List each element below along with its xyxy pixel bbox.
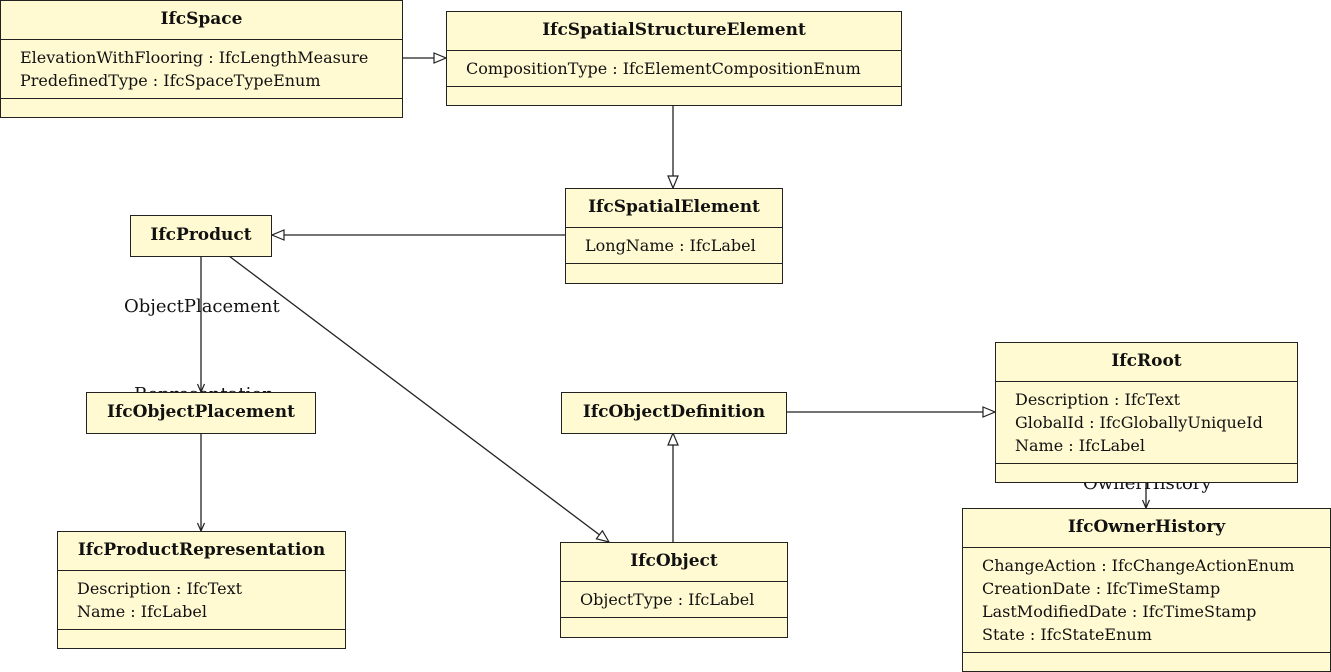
- class-ifc-object-placement[interactable]: IfcObjectPlacement: [86, 392, 316, 434]
- class-ifc-spatial-element[interactable]: IfcSpatialElement LongName : IfcLabel: [565, 188, 783, 284]
- class-name: IfcOwnerHistory: [1067, 517, 1226, 537]
- operations-compartment: [58, 629, 345, 647]
- class-name: IfcObject: [630, 551, 718, 571]
- attribute: Description : IfcText: [77, 579, 243, 598]
- attribute-list: Description : IfcText GlobalId : IfcGlob…: [996, 381, 1297, 463]
- class-name: IfcSpatialStructureElement: [542, 20, 806, 40]
- class-name: IfcObjectPlacement: [107, 402, 295, 422]
- class-ifc-root[interactable]: IfcRoot Description : IfcText GlobalId :…: [995, 342, 1298, 483]
- class-ifc-product-representation[interactable]: IfcProductRepresentation Description : I…: [57, 531, 346, 649]
- operations-compartment: [963, 652, 1330, 670]
- edge-product-to-object: [228, 255, 609, 542]
- operations-compartment: [1, 98, 402, 116]
- attribute-list: ObjectType : IfcLabel: [561, 581, 787, 617]
- attribute: State : IfcStateEnum: [982, 625, 1152, 644]
- operations-compartment: [996, 463, 1297, 481]
- class-name: IfcProduct: [150, 225, 252, 245]
- attribute-list: ElevationWithFlooring : IfcLengthMeasure…: [1, 39, 402, 98]
- attribute: ElevationWithFlooring : IfcLengthMeasure: [20, 48, 369, 67]
- attribute-list: Description : IfcText Name : IfcLabel: [58, 570, 345, 629]
- class-ifc-spatial-structure-element[interactable]: IfcSpatialStructureElement CompositionTy…: [446, 11, 902, 106]
- class-ifc-product[interactable]: IfcProduct: [130, 215, 272, 257]
- attribute: CompositionType : IfcElementCompositionE…: [466, 59, 861, 78]
- class-ifc-object-definition[interactable]: IfcObjectDefinition: [561, 392, 787, 434]
- attribute: ObjectType : IfcLabel: [580, 590, 755, 609]
- class-name: IfcObjectDefinition: [582, 402, 766, 422]
- attribute-list: LongName : IfcLabel: [566, 227, 782, 263]
- operations-compartment: [447, 86, 901, 104]
- attribute: Name : IfcLabel: [1015, 436, 1145, 455]
- class-ifc-object[interactable]: IfcObject ObjectType : IfcLabel: [560, 542, 788, 638]
- attribute: LastModifiedDate : IfcTimeStamp: [982, 602, 1257, 621]
- attribute-list: CompositionType : IfcElementCompositionE…: [447, 50, 901, 86]
- class-name: IfcSpatialElement: [588, 197, 760, 217]
- class-name: IfcProductRepresentation: [77, 540, 326, 560]
- class-name: IfcSpace: [160, 9, 243, 29]
- attribute: Description : IfcText: [1015, 390, 1181, 409]
- attribute: CreationDate : IfcTimeStamp: [982, 579, 1221, 598]
- attribute: PredefinedType : IfcSpaceTypeEnum: [20, 71, 321, 90]
- attribute-list: ChangeAction : IfcChangeActionEnum Creat…: [963, 547, 1330, 652]
- class-ifc-space[interactable]: IfcSpace ElevationWithFlooring : IfcLeng…: [0, 0, 403, 118]
- class-name: IfcRoot: [1111, 351, 1182, 371]
- label-object-placement: ObjectPlacement: [124, 296, 280, 317]
- attribute: Name : IfcLabel: [77, 602, 207, 621]
- attribute: LongName : IfcLabel: [585, 236, 756, 255]
- operations-compartment: [561, 617, 787, 635]
- class-ifc-owner-history[interactable]: IfcOwnerHistory ChangeAction : IfcChange…: [962, 508, 1331, 672]
- attribute: GlobalId : IfcGloballyUniqueId: [1015, 413, 1263, 432]
- attribute: ChangeAction : IfcChangeActionEnum: [982, 556, 1295, 575]
- operations-compartment: [566, 263, 782, 281]
